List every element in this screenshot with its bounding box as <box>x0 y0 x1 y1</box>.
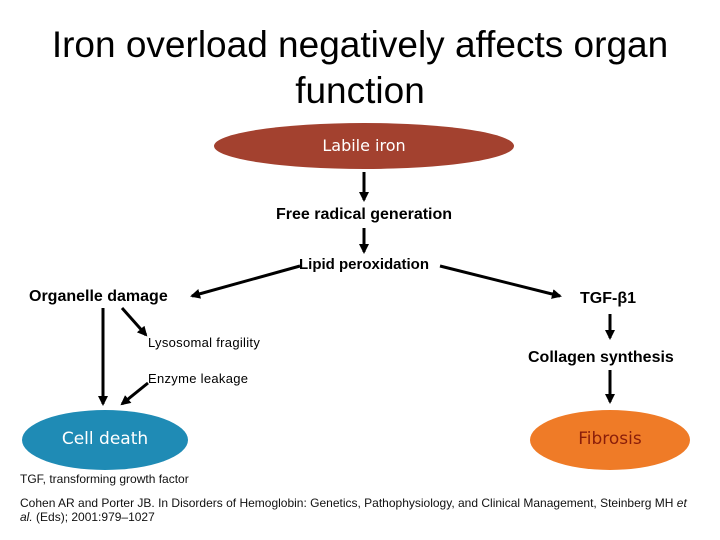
slide-title: Iron overload negatively affects organ f… <box>0 22 720 114</box>
lysosomal-fragility-label: Lysosomal fragility <box>148 335 261 350</box>
arrow-enzyme-to-cell-death <box>120 381 149 406</box>
arrow-lipid-to-tgf <box>439 264 562 299</box>
free-radical-label: Free radical generation <box>275 206 453 223</box>
labile-iron-oval <box>214 123 514 169</box>
fibrosis-label: Fibrosis <box>578 429 642 449</box>
cell-death-label: Cell death <box>61 429 149 449</box>
collagen-synthesis-label: Collagen synthesis <box>528 349 674 366</box>
title-text: Iron overload negatively affects organ f… <box>51 24 669 111</box>
organelle-damage-label: Organelle damage <box>29 288 168 305</box>
fibrosis-oval <box>530 410 690 470</box>
abbreviation-footnote: TGF, transforming growth factor <box>20 472 189 486</box>
tgf-beta1-label: TGF-β1 <box>580 290 636 307</box>
citation-main: Cohen AR and Porter JB. In Disorders of … <box>20 496 677 510</box>
citation-etal: et al. <box>20 496 687 524</box>
cell-death-oval <box>22 410 188 470</box>
arrow-lipid-to-organelle <box>190 264 301 299</box>
labile-iron-label: Labile iron <box>322 136 406 155</box>
enzyme-leakage-label: Enzyme leakage <box>148 371 249 386</box>
citation-end: (Eds); 2001:979–1027 <box>32 510 155 524</box>
lipid-peroxidation-label: Lipid peroxidation <box>299 256 429 273</box>
citation-footnote: Cohen AR and Porter JB. In Disorders of … <box>20 496 700 524</box>
arrow-organelle-to-lysosomal <box>120 307 148 337</box>
